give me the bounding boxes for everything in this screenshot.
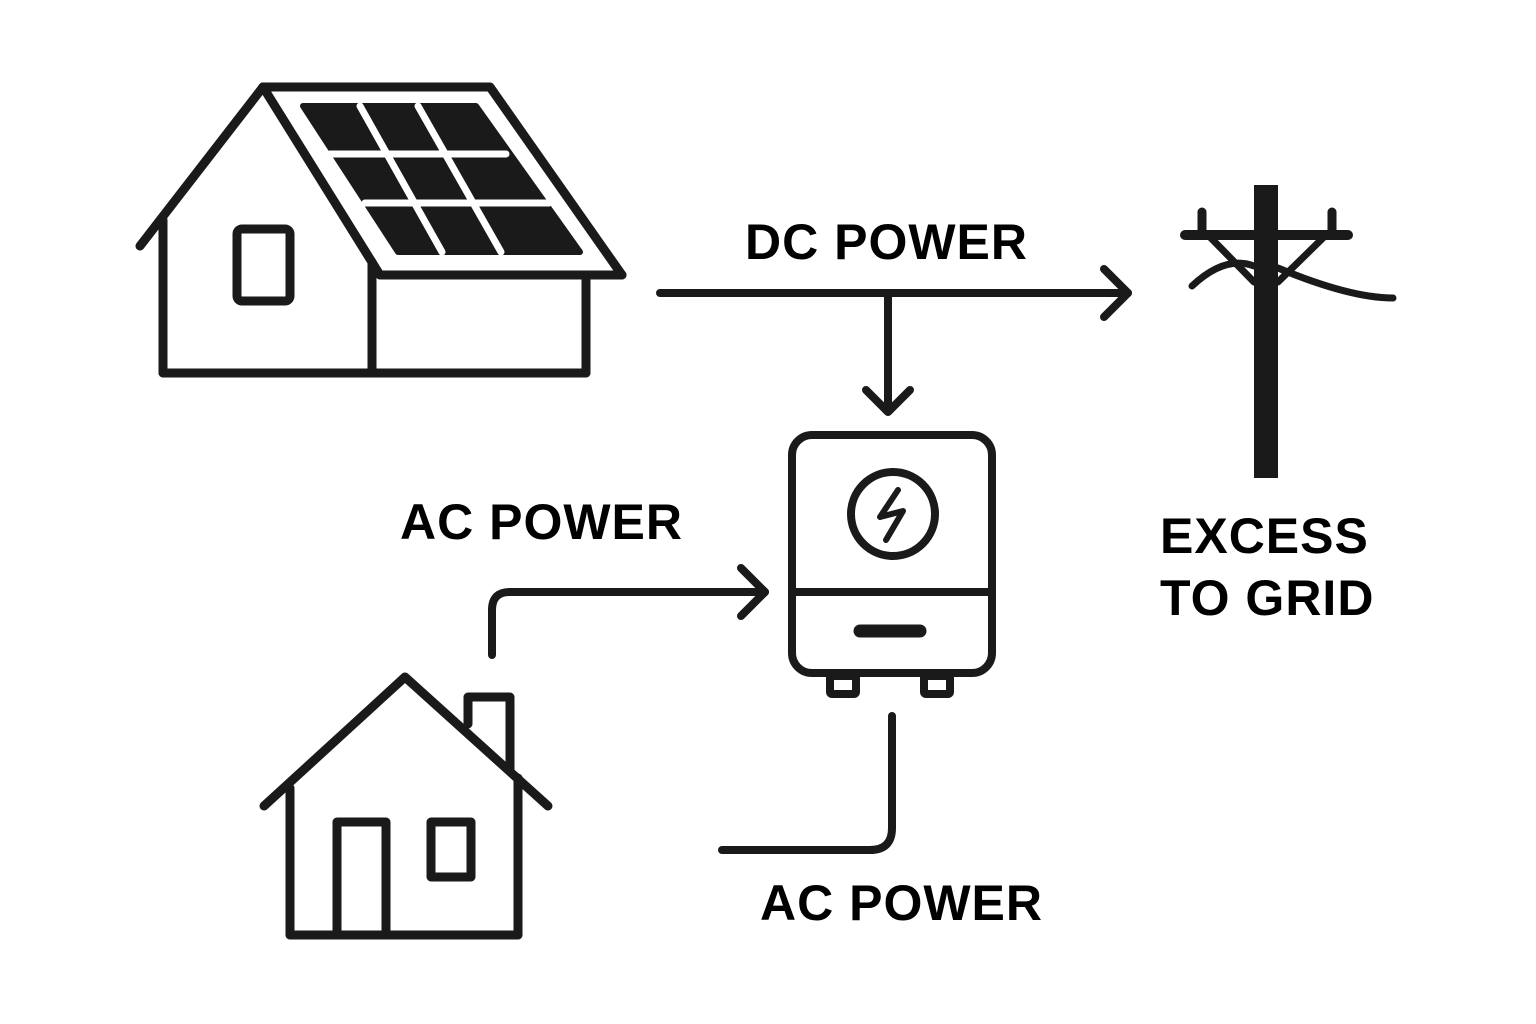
lightning-bolt-icon	[847, 468, 939, 560]
excess-to-grid-label: EXCESS TO GRID	[1160, 505, 1374, 629]
ac-power-out-flow	[718, 712, 896, 854]
excess-label-line1: EXCESS	[1160, 508, 1369, 564]
dc-power-label: DC POWER	[745, 214, 1028, 270]
solar-panel-icon	[300, 102, 583, 256]
dc-power-flow	[656, 265, 1132, 416]
ac-power-output-label: AC POWER	[760, 875, 1043, 931]
ac-power-in-flow	[488, 564, 769, 659]
house-icon	[259, 672, 553, 940]
utility-pole-icon	[1180, 185, 1397, 478]
ac-power-input-label: AC POWER	[400, 494, 683, 550]
excess-label-line2: TO GRID	[1160, 570, 1375, 626]
inverter-icon	[788, 431, 996, 698]
solar-house-icon	[135, 82, 627, 378]
